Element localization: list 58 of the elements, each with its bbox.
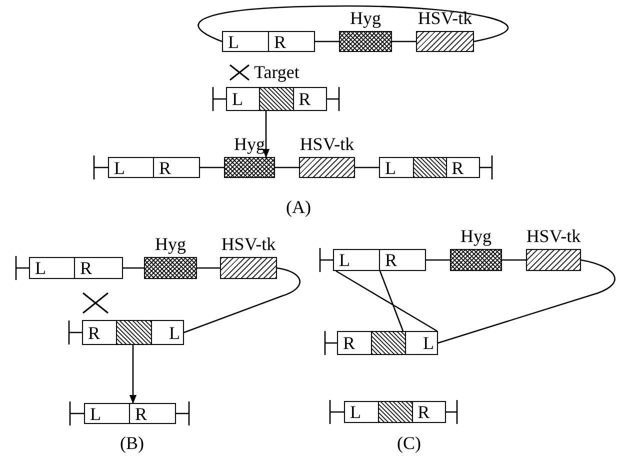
- connector-line: [336, 270, 438, 332]
- segment-label: R: [418, 402, 430, 422]
- gene-label: Hyg: [155, 233, 186, 255]
- connector-line: [502, 259, 526, 261]
- segment-label: L: [339, 250, 350, 270]
- panel-label: (B): [120, 433, 144, 453]
- gene-label: Hyg: [234, 133, 265, 155]
- connector-line: [123, 267, 144, 269]
- target-label: Target: [254, 62, 300, 82]
- dna-segment-box: [226, 87, 327, 111]
- segment-label: L: [35, 258, 46, 278]
- connector-line: [426, 259, 450, 261]
- connector-line: [438, 259, 616, 344]
- connector-line: [355, 166, 379, 168]
- connector-line: [198, 5, 508, 42]
- gene-label: Hyg: [460, 225, 492, 247]
- segment-label: R: [135, 404, 148, 424]
- segment-label: L: [385, 158, 396, 178]
- connector-line: [392, 40, 416, 42]
- segment-label: R: [159, 158, 172, 178]
- connector-line: [275, 166, 299, 168]
- dna-segment-box: [222, 31, 315, 52]
- gene-label: HSV-tk: [221, 233, 276, 255]
- connector-line: [200, 166, 224, 168]
- dna-segment-box: [29, 257, 123, 279]
- gene-label: HSV-tk: [300, 133, 354, 155]
- connector-line: [315, 40, 339, 42]
- segment-label: R: [80, 258, 92, 278]
- segment-label: L: [90, 404, 101, 424]
- segment-label: L: [350, 402, 361, 422]
- segment-label: L: [168, 322, 180, 342]
- panel-label: (C): [397, 433, 421, 453]
- segment-label: R: [452, 158, 464, 178]
- segment-label: R: [385, 250, 398, 270]
- gene-label: Hyg: [350, 7, 381, 29]
- segment-label: R: [343, 333, 356, 353]
- dna-segment-box: [82, 320, 184, 345]
- arrow: [262, 111, 270, 158]
- gene-label: HSV-tk: [418, 7, 472, 29]
- connector-line: [379, 270, 404, 332]
- segment-label: L: [232, 89, 243, 109]
- connector-line: [197, 267, 220, 269]
- panel-label: (A): [286, 197, 311, 217]
- segment-label: L: [114, 158, 125, 178]
- dna-segment-box: [337, 331, 438, 355]
- dna-segment-box: [344, 401, 446, 423]
- dna-segment-box: [84, 403, 176, 424]
- arrow: [129, 345, 137, 404]
- segment-label: R: [88, 322, 100, 342]
- segment-label: R: [274, 32, 286, 52]
- dna-segment-box: [108, 157, 200, 178]
- segment-label: L: [228, 32, 239, 52]
- segment-label: L: [423, 333, 434, 353]
- segment-label: R: [298, 89, 311, 109]
- dna-segment-box: [333, 249, 426, 271]
- gene-label: HSV-tk: [526, 225, 581, 247]
- connector-line: [184, 267, 300, 334]
- dna-segment-box: [379, 157, 480, 178]
